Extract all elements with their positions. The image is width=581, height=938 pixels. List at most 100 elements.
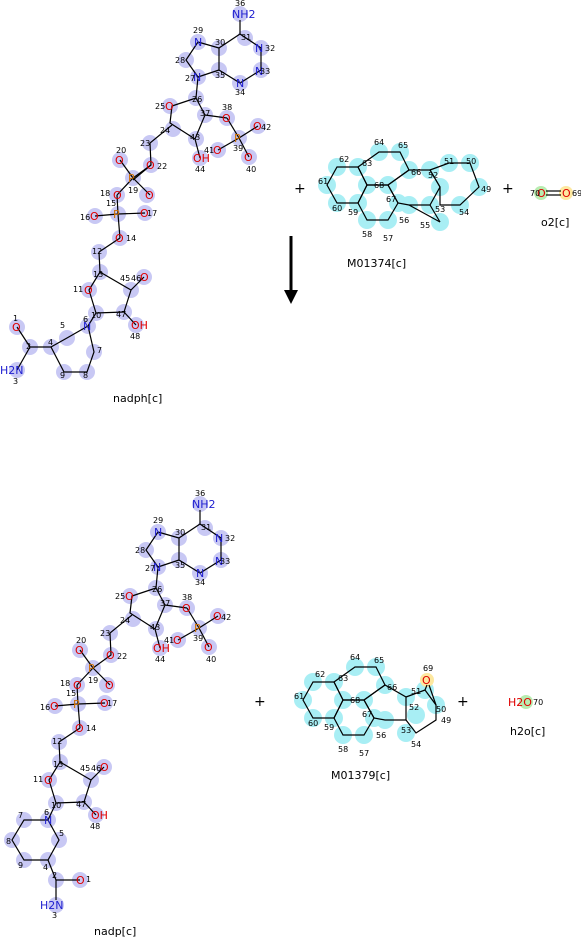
svg-text:N: N [154, 526, 162, 539]
svg-text:47: 47 [116, 310, 126, 319]
svg-text:33: 33 [220, 557, 230, 566]
svg-text:43: 43 [150, 623, 160, 632]
svg-text:67: 67 [386, 195, 396, 204]
svg-text:2: 2 [52, 871, 57, 880]
svg-text:10: 10 [51, 801, 61, 810]
svg-text:1: 1 [86, 875, 91, 884]
svg-text:N: N [44, 814, 52, 827]
nadph-atom-numbers: 36 31 32 33 34 35 30 29 28 27 26 25 37 3… [13, 0, 275, 386]
svg-text:52: 52 [409, 703, 419, 712]
compound-label-m01374: M01374[c] [347, 257, 407, 270]
svg-text:38: 38 [182, 593, 192, 602]
svg-text:70: 70 [530, 189, 540, 198]
svg-text:44: 44 [155, 655, 165, 664]
svg-text:7: 7 [97, 346, 102, 355]
svg-text:26: 26 [192, 95, 202, 104]
molecule-m01374: 64 65 62 63 61 68 66 67 60 59 58 57 56 5… [318, 138, 491, 243]
svg-text:23: 23 [100, 629, 110, 638]
svg-text:11: 11 [33, 775, 43, 784]
svg-text:1: 1 [13, 314, 18, 323]
svg-text:61: 61 [318, 177, 328, 186]
svg-text:O: O [165, 100, 174, 113]
svg-text:59: 59 [324, 723, 334, 732]
svg-text:63: 63 [338, 674, 348, 683]
molecule-nadp: NH2 N N N N N O O P O O O OH O P O O O P… [4, 489, 235, 920]
svg-text:32: 32 [265, 44, 275, 53]
svg-text:19: 19 [88, 676, 98, 685]
svg-text:31: 31 [241, 33, 251, 42]
svg-text:O: O [422, 674, 431, 687]
m01379-bonds [302, 666, 437, 736]
svg-text:50: 50 [436, 705, 446, 714]
svg-text:P: P [88, 662, 95, 675]
svg-text:64: 64 [350, 653, 360, 662]
plus-sign: + [294, 181, 306, 197]
svg-text:N: N [153, 561, 161, 574]
svg-text:56: 56 [376, 731, 386, 740]
nadp-atoms: NH2 N N N N N O O P O O O OH O P O O O P… [40, 498, 223, 912]
svg-text:25: 25 [115, 592, 125, 601]
svg-text:25: 25 [155, 102, 165, 111]
svg-text:45: 45 [120, 274, 130, 283]
svg-text:60: 60 [308, 719, 318, 728]
svg-text:O: O [106, 649, 115, 662]
svg-text:66: 66 [411, 168, 421, 177]
svg-text:64: 64 [374, 138, 384, 147]
molecule-h2o: H2O 70 [508, 695, 543, 709]
compound-label-nadp: nadp[c] [94, 925, 137, 938]
svg-text:53: 53 [401, 726, 411, 735]
svg-text:44: 44 [195, 165, 205, 174]
svg-text:62: 62 [339, 155, 349, 164]
svg-text:O: O [100, 761, 109, 774]
svg-text:O: O [113, 189, 122, 202]
svg-text:O: O [213, 610, 222, 623]
svg-text:23: 23 [140, 139, 150, 148]
svg-text:51: 51 [444, 157, 454, 166]
svg-text:17: 17 [107, 699, 117, 708]
svg-text:65: 65 [374, 656, 384, 665]
svg-text:4: 4 [43, 863, 48, 872]
svg-text:6: 6 [44, 808, 49, 817]
svg-text:O: O [115, 232, 124, 245]
svg-text:P: P [128, 172, 135, 185]
svg-text:40: 40 [246, 165, 256, 174]
svg-text:46: 46 [91, 764, 101, 773]
svg-text:3: 3 [52, 911, 57, 920]
svg-text:O: O [204, 641, 213, 654]
svg-text:O: O [562, 187, 571, 200]
svg-text:65: 65 [398, 141, 408, 150]
m01374-bonds [326, 151, 480, 223]
svg-text:47: 47 [76, 800, 86, 809]
svg-text:O: O [140, 271, 149, 284]
svg-text:8: 8 [83, 371, 88, 380]
svg-text:32: 32 [225, 534, 235, 543]
svg-text:O: O [90, 210, 99, 223]
svg-text:14: 14 [126, 234, 136, 243]
svg-text:O: O [73, 679, 82, 692]
compound-label-h2o: h2o[c] [510, 725, 546, 738]
svg-text:66: 66 [387, 683, 397, 692]
svg-text:41: 41 [204, 146, 214, 155]
svg-text:N: N [193, 71, 201, 84]
svg-text:51: 51 [411, 687, 421, 696]
svg-text:52: 52 [428, 171, 438, 180]
svg-text:NH2: NH2 [192, 498, 216, 511]
svg-text:68: 68 [350, 696, 360, 705]
svg-text:O: O [75, 722, 84, 735]
svg-text:H2O: H2O [508, 696, 532, 709]
svg-text:59: 59 [348, 208, 358, 217]
svg-text:36: 36 [195, 489, 205, 498]
plus-sign: + [502, 181, 514, 197]
svg-text:67: 67 [362, 710, 372, 719]
molecule-nadph: NH2 N N N N N O O P O O O OH O P O O O P… [0, 0, 275, 386]
svg-text:19: 19 [128, 186, 138, 195]
compound-label-o2: o2[c] [541, 216, 570, 229]
svg-text:O: O [84, 284, 93, 297]
svg-text:37: 37 [200, 109, 210, 118]
svg-text:29: 29 [153, 516, 163, 525]
svg-text:O: O [75, 644, 84, 657]
svg-text:26: 26 [152, 585, 162, 594]
svg-text:O: O [182, 602, 191, 615]
svg-text:39: 39 [233, 144, 243, 153]
svg-text:61: 61 [294, 692, 304, 701]
